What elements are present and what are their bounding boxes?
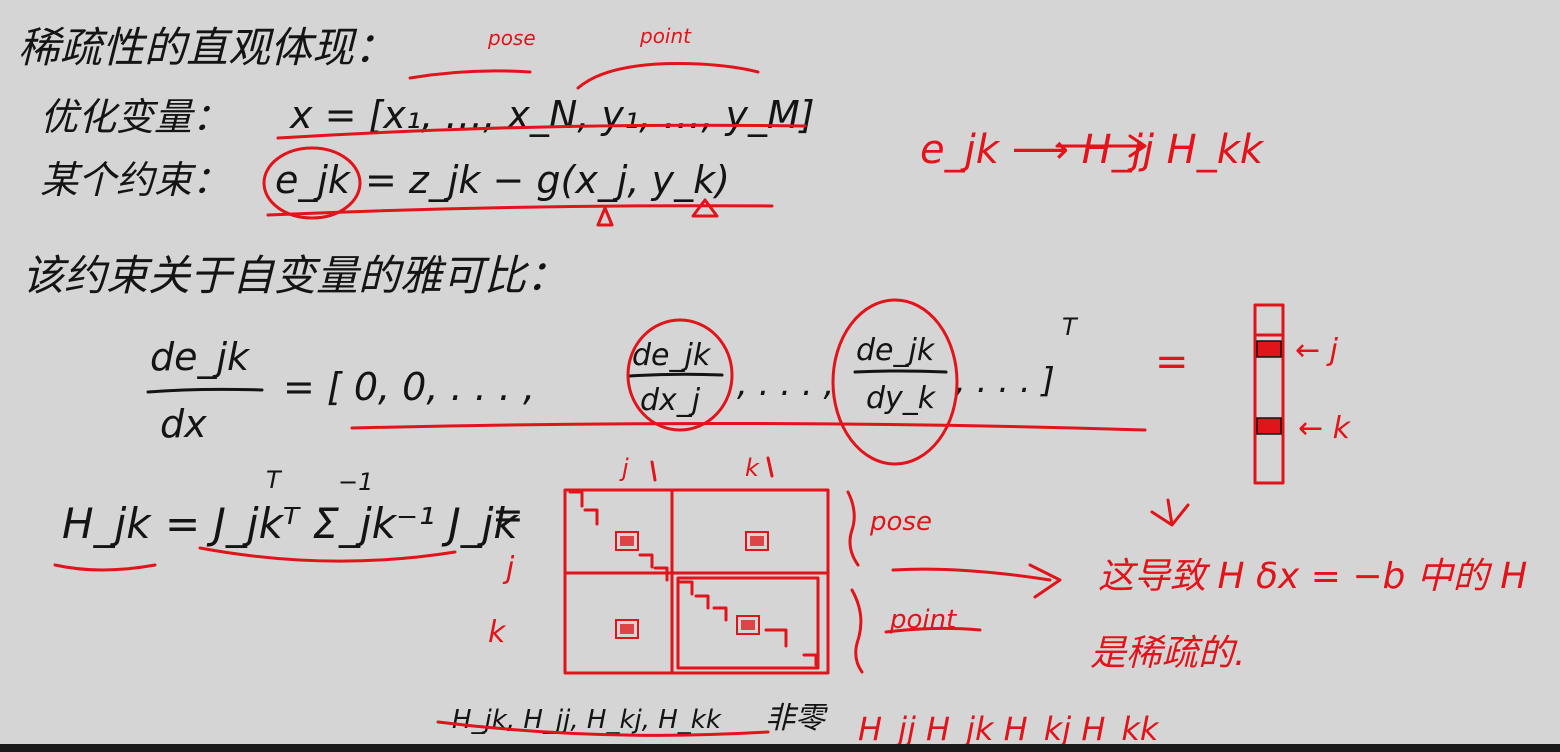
vector-nonzero-j: [1256, 340, 1282, 358]
block-kj-fill: [620, 624, 634, 634]
pose-brace: [846, 490, 860, 567]
constraint-ejk-circle: [262, 146, 362, 220]
block-kk-fill: [741, 620, 755, 630]
variables-underline: [276, 123, 807, 140]
constraint-lhs: e_jk: [275, 158, 352, 202]
hessian-matrix: [563, 488, 830, 675]
grad-k-denominator: dy_k: [866, 381, 937, 416]
vector-arrow-j: ← j: [1295, 333, 1339, 368]
grad-mid-dots: , . . . ,: [737, 364, 834, 404]
grad-fraction-bar: [146, 387, 264, 394]
vector-nonzero-k: [1256, 417, 1282, 435]
grad-vector-close: , . . . ]: [955, 361, 1055, 401]
grad-j-numerator: de_jk: [632, 338, 712, 373]
hessian-transpose: T: [266, 466, 283, 494]
grad-vector-open: = [ 0, 0, . . . ,: [283, 365, 535, 409]
conclusion-line-2: 是稀疏的.: [1090, 633, 1245, 674]
hessian-inverse: −1: [338, 468, 373, 496]
block-kj: [615, 619, 639, 639]
vector-arrow-k: ← k: [1298, 411, 1352, 446]
heading-pose-note: pose: [487, 26, 536, 50]
heading-point-note: point: [639, 24, 692, 48]
heading-point-underline: [576, 62, 760, 90]
grad-j-circle: [626, 318, 734, 432]
hessian-rhs-underline: [198, 546, 457, 563]
heading-text: 稀疏性的直观体现：: [18, 23, 396, 72]
heading-pose-underline: [408, 69, 532, 80]
block-jj: [615, 531, 639, 551]
column-k-tick: [766, 456, 774, 478]
grad-j-denominator: dx_j: [640, 383, 701, 418]
grad-k-fraction-bar: [853, 369, 948, 374]
grad-k-numerator: de_jk: [856, 333, 936, 368]
nonzero-word: 非零: [765, 701, 828, 736]
grad-j-fraction-bar: [628, 372, 724, 378]
gradient-underline: [350, 421, 1147, 432]
constraint-label: 某个约束：: [40, 158, 230, 202]
nonzero-strikethrough: [436, 720, 770, 737]
variables-expression: x = [x₁, …, x_N, y₁, …, y_M]: [289, 93, 815, 137]
matrix-row-j: j: [502, 551, 515, 586]
bottom-bar: [0, 744, 1560, 752]
grad-equals-red: =: [1155, 339, 1189, 385]
down-arrow: [1150, 498, 1190, 527]
grad-denominator: dx: [160, 402, 207, 446]
hessian-lhs-underline: [53, 563, 157, 572]
block-jj-fill: [620, 536, 634, 546]
block-kk: [736, 615, 760, 635]
conclusion-line-1: 这导致 H δx = −b 中的 H: [1098, 556, 1527, 597]
hessian-lhs: H_jk: [62, 499, 152, 548]
matrix-column-j: j: [619, 454, 629, 482]
point-label-underline: [884, 626, 982, 634]
mapping-text: e_jk ⟶ H_jj H_kk: [920, 127, 1265, 173]
diagonal-blocks: [568, 490, 818, 667]
conclusion-arrow: [891, 563, 1062, 599]
marker-triangle-k: [691, 198, 719, 218]
mapping-arrow: [1055, 134, 1147, 158]
marker-triangle-j: [596, 206, 614, 227]
grad-transpose: T: [1062, 313, 1079, 341]
block-jk: [745, 531, 769, 551]
point-block-outline: [676, 576, 820, 670]
nonzero-terms: H_jj H_jk H_kj H_kk: [858, 710, 1160, 748]
block-jk-fill: [750, 536, 764, 546]
variables-label: 优化变量：: [40, 95, 230, 139]
nonzero-struck-entries: H_jk, H_jj, H_kj, H_kk: [452, 705, 722, 735]
matrix-column-k: k: [745, 454, 760, 482]
hessian-rhs: = J_jkᵀ Σ_jk⁻¹ J_jk: [165, 499, 519, 548]
grad-k-circle: [831, 298, 959, 466]
column-j-tick: [650, 460, 657, 482]
brace-pose-label: pose: [869, 507, 932, 537]
sparse-vector: [1253, 303, 1285, 485]
constraint-rhs: = z_jk − g(x_j, y_k): [365, 158, 730, 202]
jacobian-title: 该约束关于自变量的雅可比：: [22, 251, 568, 300]
point-brace: [850, 588, 864, 674]
matrix-row-k: k: [488, 615, 507, 650]
grad-numerator: de_jk: [150, 335, 251, 379]
hessian-equals: =: [492, 493, 524, 537]
